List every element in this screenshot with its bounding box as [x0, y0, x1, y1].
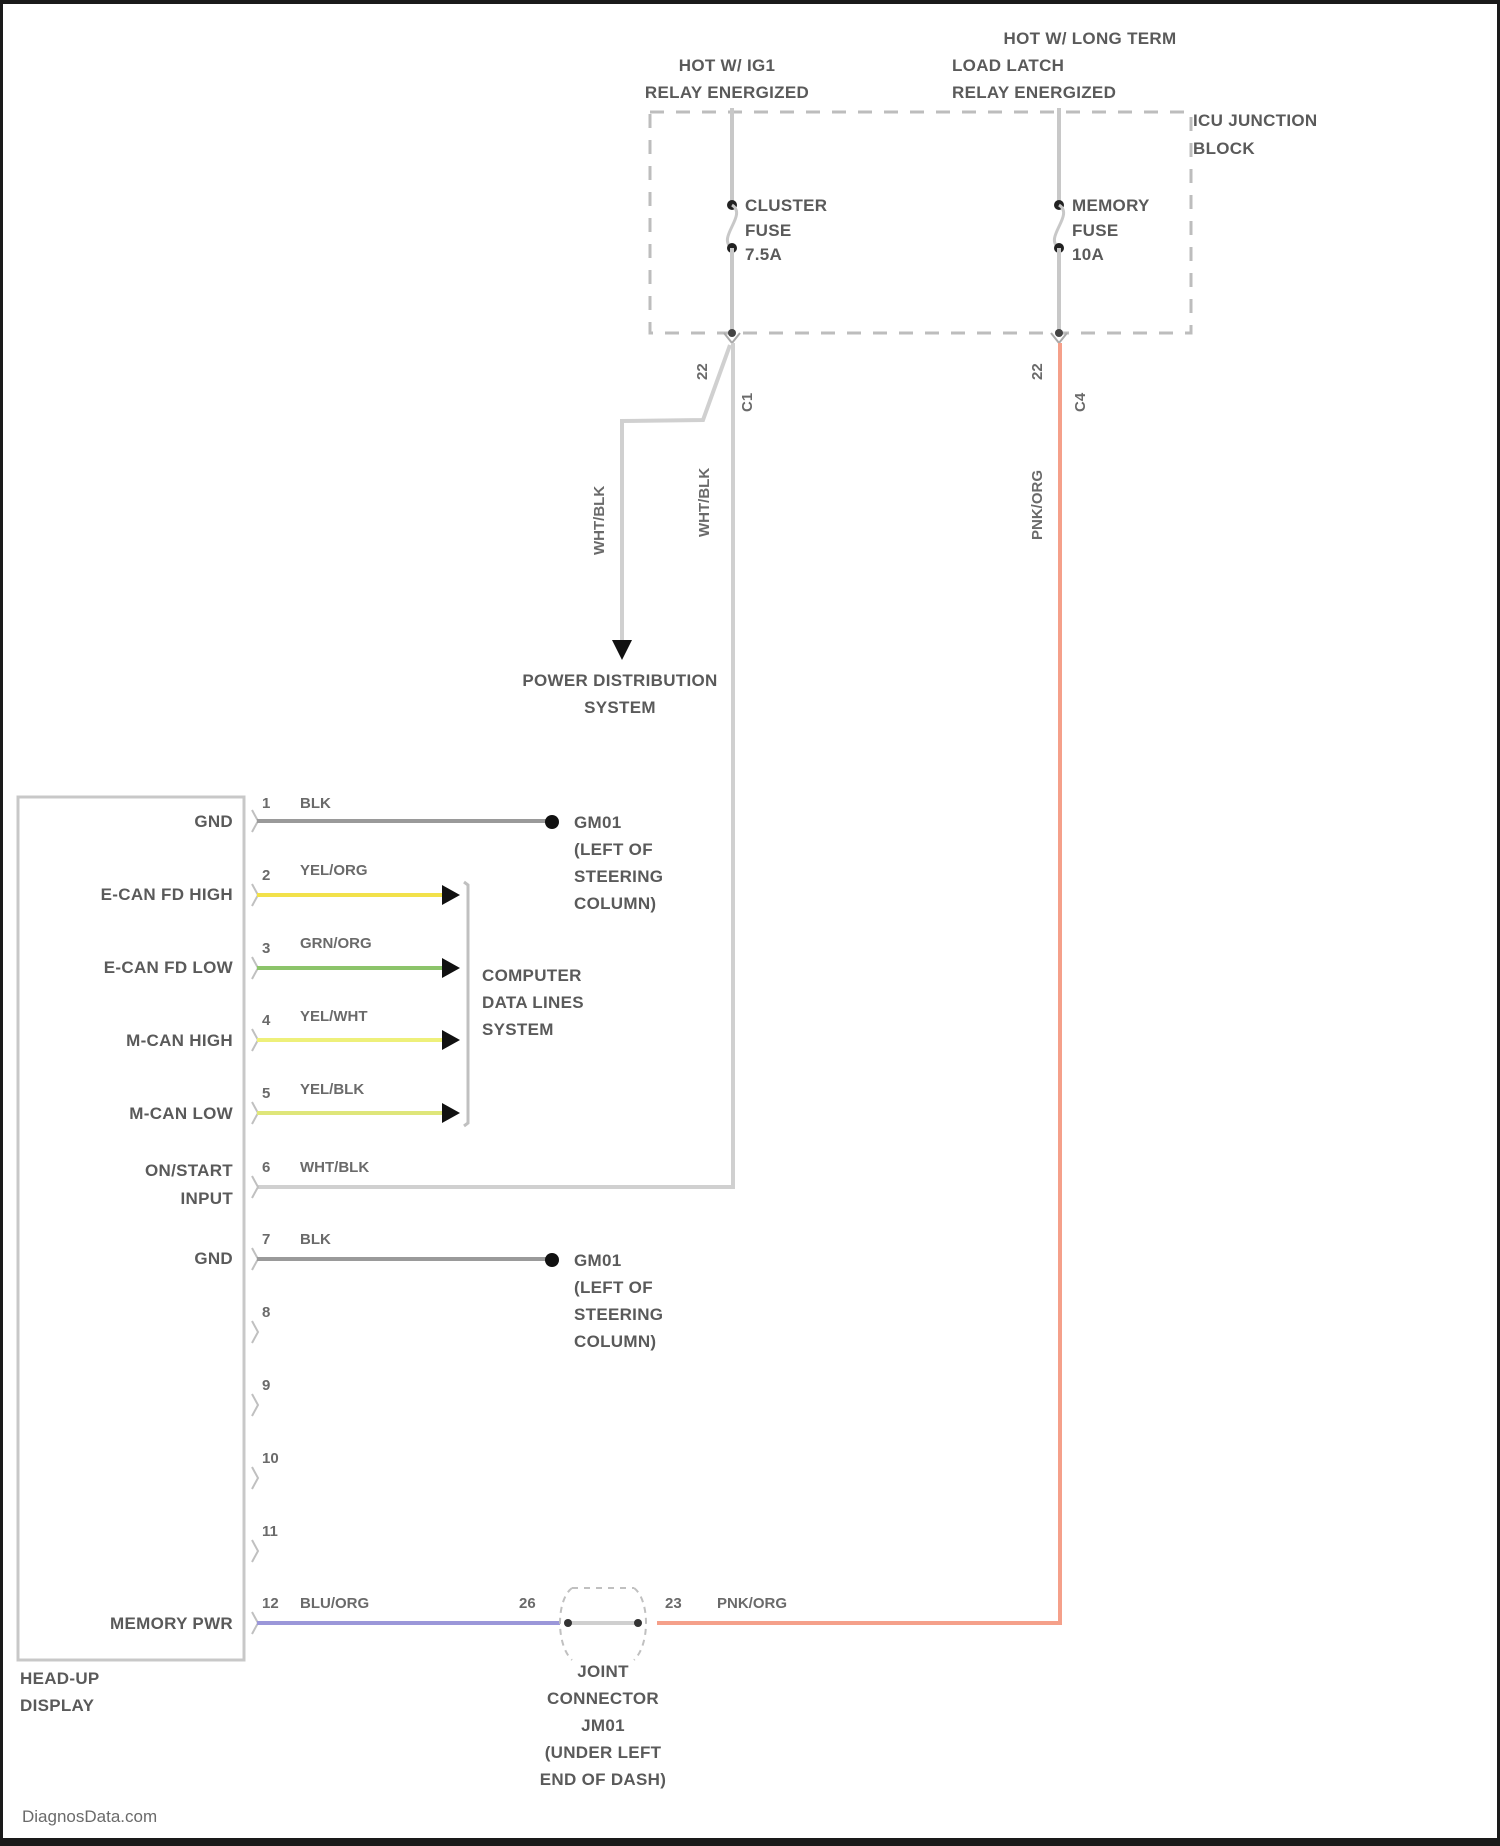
bus-bracket — [463, 880, 470, 1128]
pin-5-name: M-CAN LOW — [129, 1104, 233, 1123]
pin-6-name-line2: INPUT — [181, 1189, 234, 1208]
cluster-fuse-icon — [725, 203, 739, 250]
ground-2-line4: COLUMN) — [574, 1332, 656, 1351]
memory-pwr-wiring: 26 23 PNK/ORG JOINT CONNECTOR JM01 (UNDE… — [257, 1587, 787, 1789]
long-term-line1: HOT W/ LONG TERM — [1004, 29, 1177, 48]
ground-1-line4: COLUMN) — [574, 894, 656, 913]
pin-8-number: 8 — [262, 1304, 270, 1321]
ground-point-icon — [545, 815, 559, 829]
icu-junction-block: ICU JUNCTION BLOCK — [648, 110, 1318, 335]
power-distribution-line2: SYSTEM — [584, 698, 656, 717]
pin-7-name: GND — [194, 1249, 233, 1268]
ground-2-line2: (LEFT OF — [574, 1278, 653, 1297]
joint-line1: JOINT — [577, 1662, 629, 1681]
ground-2-line3: STEERING — [574, 1305, 663, 1324]
pin-1-wire: BLK — [300, 795, 331, 812]
memory-fuse-circuit: MEMORY FUSE 10A 22 C4 — [1029, 108, 1150, 412]
junction-block-label-line2: BLOCK — [1193, 139, 1255, 158]
head-up-display-component: HEAD-UP DISPLAY — [16, 795, 246, 1715]
pin-6-name: ON/START — [145, 1161, 233, 1180]
memory-fuse-name: MEMORY — [1072, 196, 1150, 215]
pin-7-number: 7 — [262, 1231, 270, 1248]
pin-4-number: 4 — [262, 1012, 271, 1029]
pin-3-wire: GRN/ORG — [300, 935, 372, 952]
pin-2-name: E-CAN FD HIGH — [101, 885, 233, 904]
data-lines-line2: DATA LINES — [482, 993, 584, 1012]
pin-9-number: 9 — [262, 1377, 270, 1394]
wire-label-wht-blk-right: WHT/BLK — [696, 468, 713, 537]
pin-4-name: M-CAN HIGH — [126, 1031, 233, 1050]
cluster-fuse-line2: FUSE — [745, 221, 792, 240]
ground-1-line1: GM01 — [574, 813, 622, 832]
pin-3-name: E-CAN FD LOW — [104, 958, 234, 977]
wire-label-wht-blk-left: WHT/BLK — [591, 486, 608, 555]
pin-7-wire: BLK — [300, 1231, 331, 1248]
cluster-fuse-circuit: CLUSTER FUSE 7.5A 22 C1 — [694, 108, 827, 412]
pin-4-wire: YEL/WHT — [300, 1008, 368, 1025]
wire-label-pnk-org-vertical: PNK/ORG — [1029, 470, 1046, 540]
pin-1-number: 1 — [262, 795, 270, 812]
pin-12-wire: BLU/ORG — [300, 1595, 369, 1612]
long-term-line3: RELAY ENERGIZED — [952, 83, 1116, 102]
pin-5-number: 5 — [262, 1085, 270, 1102]
source-ig1: HOT W/ IG1 RELAY ENERGIZED — [645, 56, 809, 102]
data-lines-line3: SYSTEM — [482, 1020, 554, 1039]
data-lines-line1: COMPUTER — [482, 966, 582, 985]
junction-block-label-line1: ICU JUNCTION — [1193, 111, 1318, 130]
pin-1-name: GND — [194, 812, 233, 831]
cluster-fuse-name: CLUSTER — [745, 196, 827, 215]
joint-line5: END OF DASH) — [540, 1770, 666, 1789]
cluster-fuse-rating: 7.5A — [745, 245, 782, 264]
pin-2-number: 2 — [262, 867, 270, 884]
joint-pin-in: 26 — [519, 1595, 536, 1612]
pin-numbers: 1 BLK 2 YEL/ORG 3 GRN/ORG 4 YEL/WHT 5 YE… — [262, 795, 372, 1612]
wht-blk-wiring: WHT/BLK WHT/BLK POWER DISTRIBUTION SYSTE… — [257, 343, 735, 1189]
pin-10-number: 10 — [262, 1450, 279, 1467]
pin-12-name: MEMORY PWR — [110, 1614, 233, 1633]
arrow-down-icon — [612, 640, 632, 660]
arrow-right-icon — [442, 958, 460, 978]
joint-connector-icon — [559, 1587, 647, 1661]
cluster-connector-id: C1 — [739, 393, 756, 412]
memory-pin-number: 22 — [1029, 363, 1046, 380]
memory-fuse-line2: FUSE — [1072, 221, 1119, 240]
ground-1-line2: (LEFT OF — [574, 840, 653, 859]
arrow-right-icon — [442, 1030, 460, 1050]
pin-6-wire: WHT/BLK — [300, 1159, 369, 1176]
long-term-line2: LOAD LATCH — [952, 56, 1064, 75]
arrow-right-icon — [442, 885, 460, 905]
joint-line3: JM01 — [581, 1716, 625, 1735]
footer-watermark: DiagnosData.com — [22, 1807, 157, 1826]
pin-terminals — [251, 809, 260, 1635]
pin-3-number: 3 — [262, 940, 270, 957]
ground-2-line1: GM01 — [574, 1251, 622, 1270]
component-name-line1: HEAD-UP — [20, 1669, 100, 1688]
pin-6-number: 6 — [262, 1159, 270, 1176]
joint-line4: (UNDER LEFT — [545, 1743, 662, 1762]
ground-1-line3: STEERING — [574, 867, 663, 886]
memory-connector-id: C4 — [1072, 392, 1089, 412]
pin-5-wire: YEL/BLK — [300, 1081, 364, 1098]
joint-out-wire: PNK/ORG — [717, 1595, 787, 1612]
pin-2-wire: YEL/ORG — [300, 862, 368, 879]
pin-11-number: 11 — [262, 1523, 278, 1540]
pin-12-number: 12 — [262, 1595, 279, 1612]
cluster-pin-number: 22 — [694, 363, 711, 380]
arrow-right-icon — [442, 1103, 460, 1123]
power-distribution-line1: POWER DISTRIBUTION — [522, 671, 717, 690]
pnk-org-wiring: PNK/ORG — [657, 343, 1062, 1625]
ground-wires: GM01 (LEFT OF STEERING COLUMN) GM01 (LEF… — [257, 813, 663, 1351]
memory-fuse-rating: 10A — [1072, 245, 1104, 264]
source-long-term: HOT W/ LONG TERM LOAD LATCH RELAY ENERGI… — [952, 29, 1176, 102]
ig1-line2: RELAY ENERGIZED — [645, 83, 809, 102]
component-name-line2: DISPLAY — [20, 1696, 95, 1715]
data-line-wires: COMPUTER DATA LINES SYSTEM — [257, 880, 584, 1128]
joint-pin-out: 23 — [665, 1595, 682, 1612]
joint-line2: CONNECTOR — [547, 1689, 659, 1708]
ig1-line1: HOT W/ IG1 — [679, 56, 776, 75]
ground-point-icon — [545, 1253, 559, 1267]
pin-labels: GND E-CAN FD HIGH E-CAN FD LOW M-CAN HIG… — [101, 812, 234, 1633]
memory-fuse-icon — [1052, 203, 1066, 250]
